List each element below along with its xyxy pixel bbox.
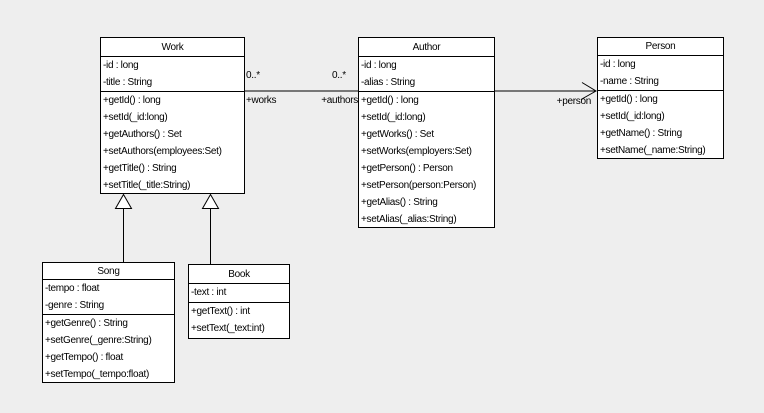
method-row[interactable]: +getPerson() : Person	[361, 163, 453, 174]
method-row[interactable]: +setGenre(_genre:String)	[45, 335, 152, 346]
generalization-arrowhead-icon	[114, 193, 133, 209]
method-row[interactable]: +getAuthors() : Set	[103, 129, 182, 140]
multiplicity-label-author-end[interactable]: 0..*	[332, 70, 346, 81]
method-row[interactable]: +getTempo() : float	[45, 352, 123, 363]
attribute-row[interactable]: -name : String	[600, 76, 659, 87]
class-person[interactable]: Person -id : long -name : String +getId(…	[597, 37, 724, 159]
method-row[interactable]: +getTitle() : String	[103, 163, 177, 174]
method-row[interactable]: +setWorks(employers:Set)	[361, 146, 472, 157]
class-author-title[interactable]: Author	[359, 38, 494, 57]
generalization-song-work[interactable]	[114, 193, 133, 263]
method-row[interactable]: +setId(_id:long)	[600, 111, 665, 122]
method-row[interactable]: +setId(_id:long)	[361, 112, 426, 123]
attribute-row[interactable]: -id : long	[600, 59, 636, 70]
method-row[interactable]: +setTitle(_title:String)	[103, 180, 191, 191]
multiplicity-label-work-end[interactable]: 0..*	[246, 70, 260, 81]
attribute-row[interactable]: -id : long	[361, 60, 397, 71]
method-row[interactable]: +getWorks() : Set	[361, 129, 434, 140]
method-row[interactable]: +setTempo(_tempo:float)	[45, 369, 149, 380]
class-person-title[interactable]: Person	[598, 38, 723, 56]
method-row[interactable]: +getId() : long	[103, 95, 161, 106]
attribute-row[interactable]: -title : String	[103, 77, 152, 88]
method-row[interactable]: +setAlias(_alias:String)	[361, 214, 457, 225]
class-work[interactable]: Work -id : long -title : String +getId()…	[100, 37, 245, 194]
attribute-row[interactable]: -genre : String	[45, 300, 104, 311]
class-book-title[interactable]: Book	[189, 265, 289, 284]
method-row[interactable]: +setId(_id:long)	[103, 112, 168, 123]
class-work-title[interactable]: Work	[101, 38, 244, 57]
method-row[interactable]: +getName() : String	[600, 128, 682, 139]
class-song-title[interactable]: Song	[43, 263, 174, 280]
role-label-works[interactable]: +works	[246, 95, 277, 106]
attribute-row[interactable]: -id : long	[103, 60, 139, 71]
method-row[interactable]: +getAlias() : String	[361, 197, 438, 208]
role-label-authors[interactable]: +authors	[321, 95, 358, 106]
role-label-person[interactable]: +person	[556, 96, 592, 107]
attribute-row[interactable]: -alias : String	[361, 77, 415, 88]
class-author[interactable]: Author -id : long -alias : String +getId…	[358, 37, 495, 228]
class-song[interactable]: Song -tempo : float -genre : String +get…	[42, 262, 175, 383]
class-book[interactable]: Book -text : int +getText() : int +setTe…	[188, 264, 290, 339]
method-row[interactable]: +getId() : long	[361, 95, 419, 106]
method-row[interactable]: +setAuthors(employees:Set)	[103, 146, 222, 157]
method-row[interactable]: +setName(_name:String)	[600, 145, 706, 156]
method-row[interactable]: +getId() : long	[600, 94, 658, 105]
method-row[interactable]: +setPerson(person:Person)	[361, 180, 477, 191]
method-row[interactable]: +getText() : int	[191, 306, 250, 317]
attribute-row[interactable]: -text : int	[191, 287, 227, 298]
generalization-book-work[interactable]	[201, 193, 220, 265]
generalization-arrowhead-icon	[201, 193, 220, 209]
method-row[interactable]: +getGenre() : String	[45, 318, 128, 329]
attribute-row[interactable]: -tempo : float	[45, 283, 100, 294]
method-row[interactable]: +setText(_text:int)	[191, 323, 265, 334]
